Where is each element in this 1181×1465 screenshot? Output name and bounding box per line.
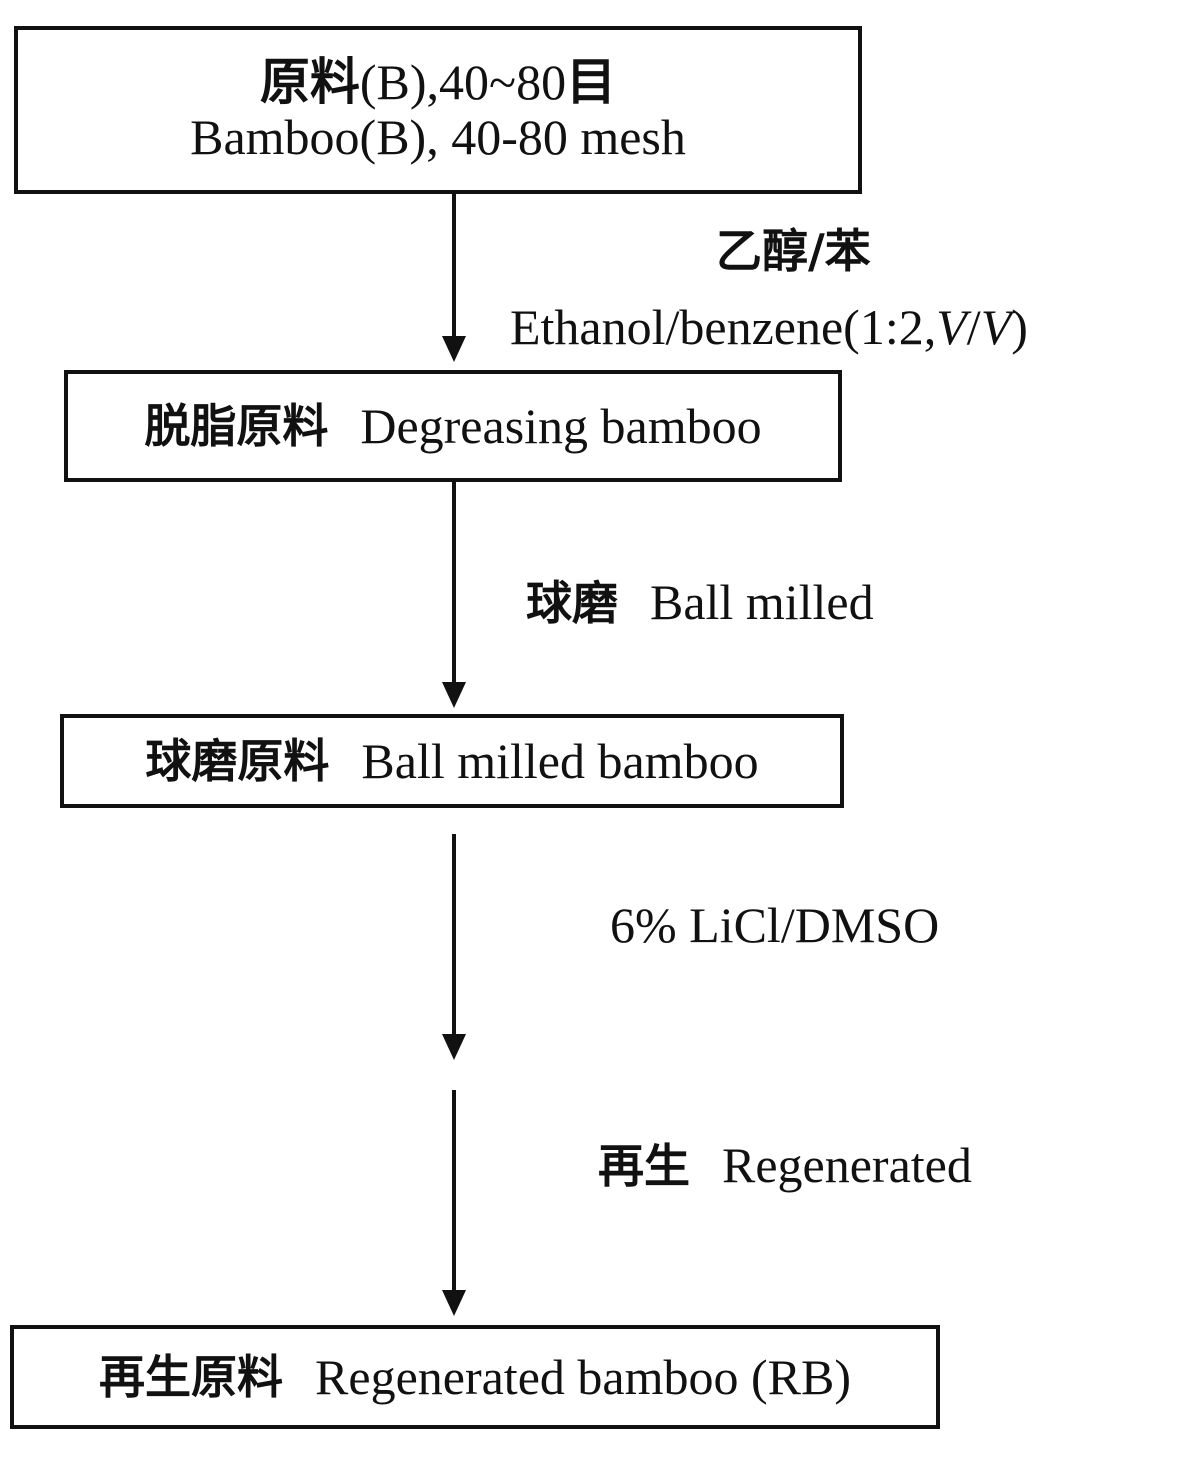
step-milling-label: 球磨 Ball milled [526, 577, 874, 627]
flow-arrow-extraction [442, 194, 466, 362]
node-degreased-bamboo-en: Degreasing bamboo [360, 397, 762, 454]
step-regeneration-zh: 再生 [598, 1139, 690, 1193]
node-regenerated-bamboo: 再生原料 Regenerated bamboo (RB) [10, 1325, 940, 1429]
step-extraction-en-sep: / [966, 299, 981, 355]
step-extraction-en: Ethanol/benzene(1:2,V/V) [510, 302, 1028, 352]
step-dissolution-en: 6% LiCl/DMSO [610, 897, 940, 953]
node-raw-bamboo: 原料(B),40~80目 Bamboo(B), 40-80 mesh [14, 26, 862, 194]
flow-arrow-milling [442, 482, 466, 708]
node-raw-bamboo-zh: 原料 [259, 53, 360, 111]
step-extraction-en-var1: V [936, 299, 967, 355]
flow-arrow-regeneration [442, 1090, 466, 1316]
step-milling-zh: 球磨 [526, 576, 618, 630]
node-milled-bamboo: 球磨原料 Ball milled bamboo [60, 714, 844, 808]
step-extraction-en-text: Ethanol/benzene(1:2, [510, 299, 937, 355]
step-extraction-en-close: ) [1011, 299, 1028, 355]
node-regenerated-bamboo-zh: 再生原料 [99, 1349, 284, 1404]
step-regeneration-label: 再生 Regenerated [598, 1140, 972, 1190]
step-extraction-en-var2: V [980, 299, 1012, 355]
step-milling-en: Ball milled [650, 574, 874, 630]
flow-arrow-dissolution [442, 834, 466, 1060]
node-milled-bamboo-zh: 球磨原料 [145, 733, 330, 788]
step-extraction-zh: 乙醇/苯 [716, 224, 871, 278]
node-degreased-bamboo-zh: 脱脂原料 [144, 398, 329, 453]
node-raw-bamboo-zh-unit: 目 [566, 53, 617, 111]
node-degreased-bamboo: 脱脂原料 Degreasing bamboo [64, 370, 842, 482]
step-regeneration-en: Regenerated [722, 1137, 972, 1193]
node-milled-bamboo-en: Ball milled bamboo [361, 732, 759, 789]
node-raw-bamboo-zh-line: 原料(B),40~80目 [260, 55, 616, 110]
node-raw-bamboo-zh-suffix: (B),40~80 [359, 54, 567, 110]
node-regenerated-bamboo-en: Regenerated bamboo (RB) [315, 1348, 851, 1405]
node-raw-bamboo-en: Bamboo(B), 40-80 mesh [190, 109, 686, 165]
